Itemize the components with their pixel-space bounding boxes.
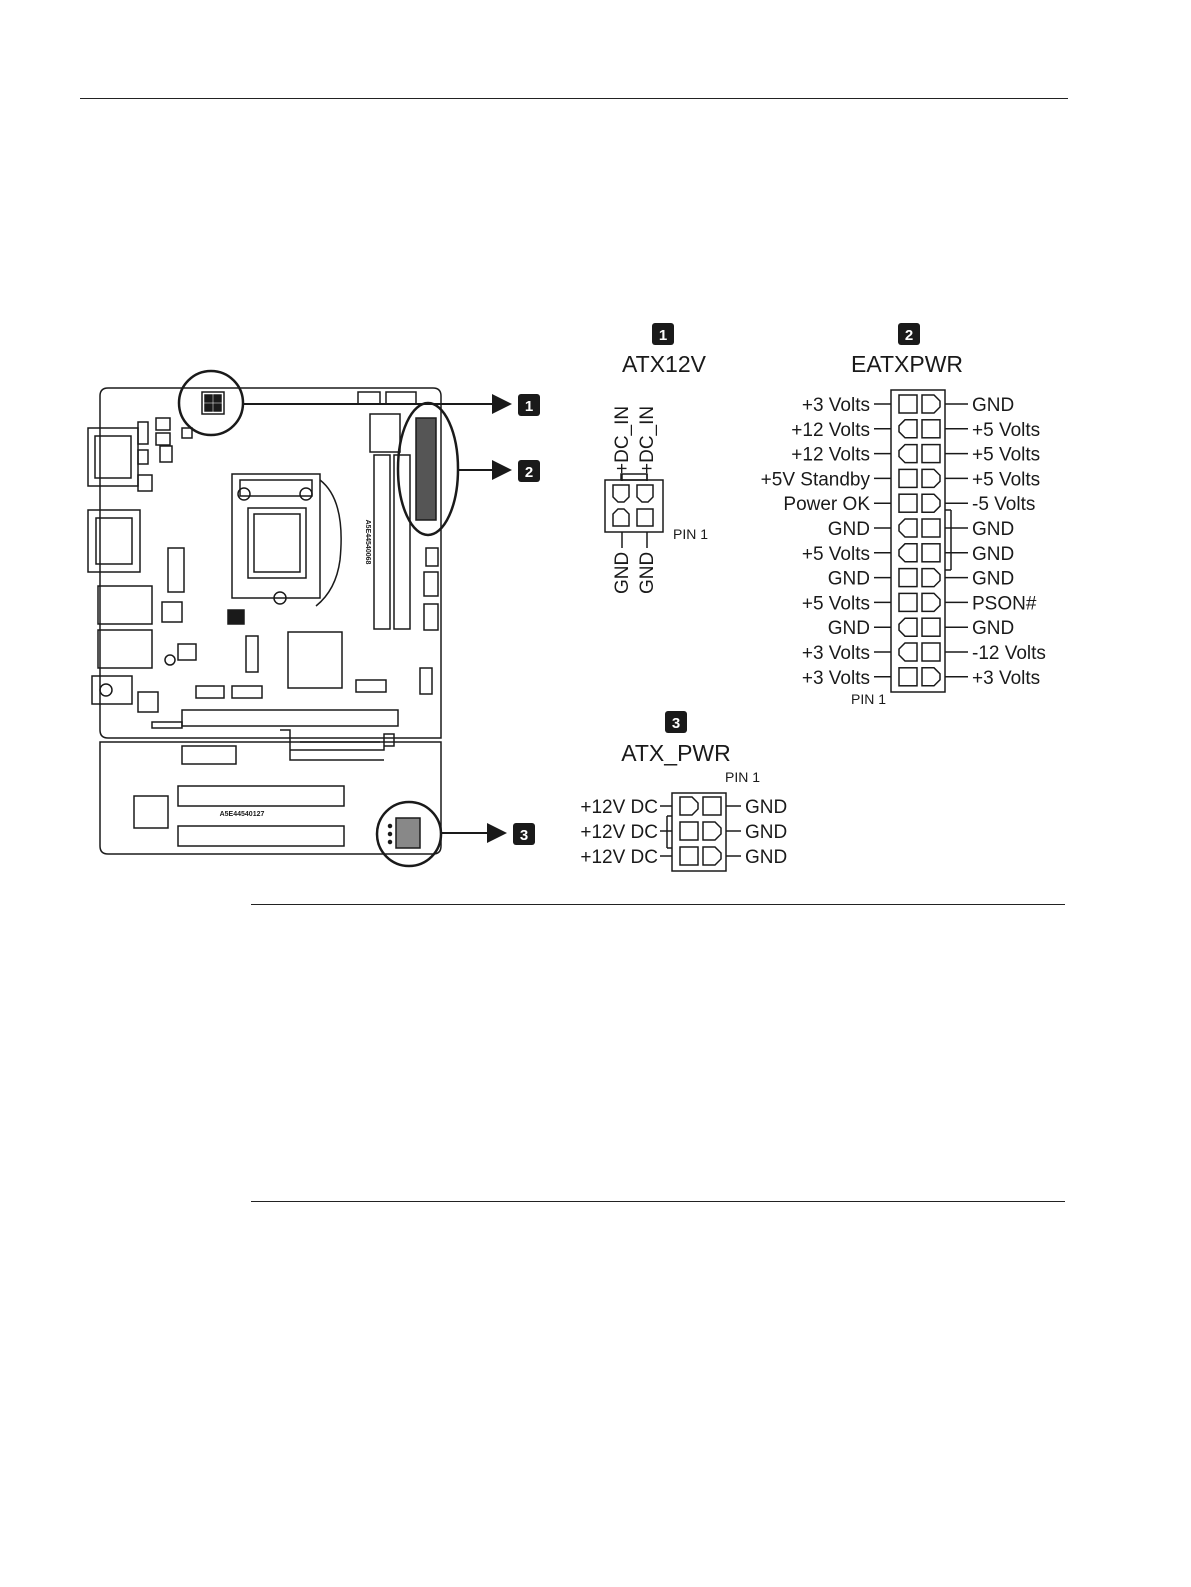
middle-rule — [251, 904, 1065, 905]
eatxpwr-left-label: +5V Standby — [761, 469, 871, 490]
atx12v-title: ATX12V — [622, 351, 707, 377]
eatxpwr-left-label: GND — [828, 618, 870, 639]
eatxpwr-right-label: GND — [972, 618, 1014, 639]
svg-text:2: 2 — [525, 464, 533, 481]
eatxpwr-pin1-label: PIN 1 — [851, 691, 886, 707]
eatxpwr-right-label: GND — [972, 519, 1014, 540]
eatxpwr-row: GND GND — [828, 567, 1014, 590]
atx-pwr-left-label: +12V DC — [580, 822, 658, 843]
eatxpwr-row: +12 Volts +5 Volts — [791, 443, 1040, 466]
eatxpwr-right-label: GND — [972, 569, 1014, 590]
eatxpwr-left-label: GND — [828, 519, 870, 540]
atx-pwr-left-label: +12V DC — [580, 847, 658, 868]
eatxpwr-left-label: +3 Volts — [802, 668, 870, 689]
svg-text:1: 1 — [525, 398, 533, 415]
eatxpwr-right-label: GND — [972, 544, 1014, 565]
atx-pwr-row: +12V DC GND — [580, 796, 787, 818]
eatxpwr-left-label: +5 Volts — [802, 544, 870, 565]
eatxpwr-row: GND GND — [828, 617, 1014, 639]
eatxpwr-row: +5 Volts GND — [802, 543, 1014, 565]
eatxpwr-right-label: -12 Volts — [972, 643, 1046, 664]
eatxpwr-row: +5V Standby +5 Volts — [761, 468, 1040, 490]
callout-badge-2: 2 — [518, 460, 540, 482]
atx12v-connector: 1 ATX12V +DC_IN +DC_IN GND GND PIN 1 — [604, 323, 708, 594]
eatxpwr-row: +3 Volts GND — [802, 394, 1014, 416]
svg-text:1: 1 — [659, 327, 667, 344]
svg-text:3: 3 — [672, 715, 680, 732]
atx-pwr-pin1-label: PIN 1 — [725, 769, 760, 785]
eatxpwr-right-label: PSON# — [972, 593, 1037, 614]
callout-badge-1: 1 — [518, 394, 540, 416]
eatxpwr-badge: 2 — [898, 323, 920, 345]
callout-badge-3: 3 — [513, 823, 535, 845]
bottom-rule — [251, 1201, 1065, 1202]
atx-pwr-row: +12V DC GND — [580, 821, 787, 843]
eatxpwr-left-label: Power OK — [783, 494, 870, 515]
atx-pwr-right-label: GND — [745, 797, 787, 818]
eatxpwr-right-label: -5 Volts — [972, 494, 1035, 515]
eatxpwr-left-label: +5 Volts — [802, 593, 870, 614]
eatxpwr-left-label: +12 Volts — [791, 420, 870, 441]
eatxpwr-right-label: +5 Volts — [972, 469, 1040, 490]
eatxpwr-right-label: GND — [972, 395, 1014, 416]
atx12v-top-pin-1: +DC_IN — [612, 406, 633, 474]
eatxpwr-row: +12 Volts +5 Volts — [791, 419, 1040, 441]
eatxpwr-left-label: +3 Volts — [802, 395, 870, 416]
atx12v-bottom-pin-2: GND — [637, 552, 658, 594]
eatxpwr-row: Power OK -5 Volts — [783, 493, 1035, 515]
eatxpwr-right-label: +3 Volts — [972, 668, 1040, 689]
atx-pwr-row: +12V DC GND — [580, 846, 787, 868]
atx12v-bottom-pin-1: GND — [612, 552, 633, 594]
atx-pwr-title: ATX_PWR — [621, 740, 730, 766]
eatxpwr-title: EATXPWR — [851, 351, 963, 377]
eatxpwr-row: +3 Volts +3 Volts — [802, 667, 1040, 689]
atx-pwr-left-label: +12V DC — [580, 797, 658, 818]
atx-pwr-right-label: GND — [745, 847, 787, 868]
atx12v-top-pin-2: +DC_IN — [637, 406, 658, 474]
top-rule — [80, 98, 1068, 99]
atx-pwr-right-label: GND — [745, 822, 787, 843]
eatxpwr-row: GND GND — [828, 518, 1014, 540]
eatxpwr-right-label: +5 Volts — [972, 420, 1040, 441]
svg-text:3: 3 — [520, 827, 528, 844]
motherboard-layout: A5E44540068 A5E44540127 — [87, 387, 442, 855]
eatxpwr-right-label: +5 Volts — [972, 445, 1040, 466]
board-silk-top: A5E44540068 — [364, 520, 371, 565]
board-silk-bottom: A5E44540127 — [220, 811, 265, 818]
svg-text:2: 2 — [905, 327, 913, 344]
eatxpwr-row: +5 Volts PSON# — [802, 592, 1037, 614]
eatxpwr-left-label: +3 Volts — [802, 643, 870, 664]
eatxpwr-left-label: +12 Volts — [791, 445, 870, 466]
atx12v-pin1-label: PIN 1 — [673, 526, 708, 542]
atx12v-badge: 1 — [652, 323, 674, 345]
eatxpwr-row: +3 Volts -12 Volts — [802, 642, 1046, 664]
eatxpwr-left-label: GND — [828, 569, 870, 590]
atx-pwr-badge: 3 — [665, 711, 687, 733]
